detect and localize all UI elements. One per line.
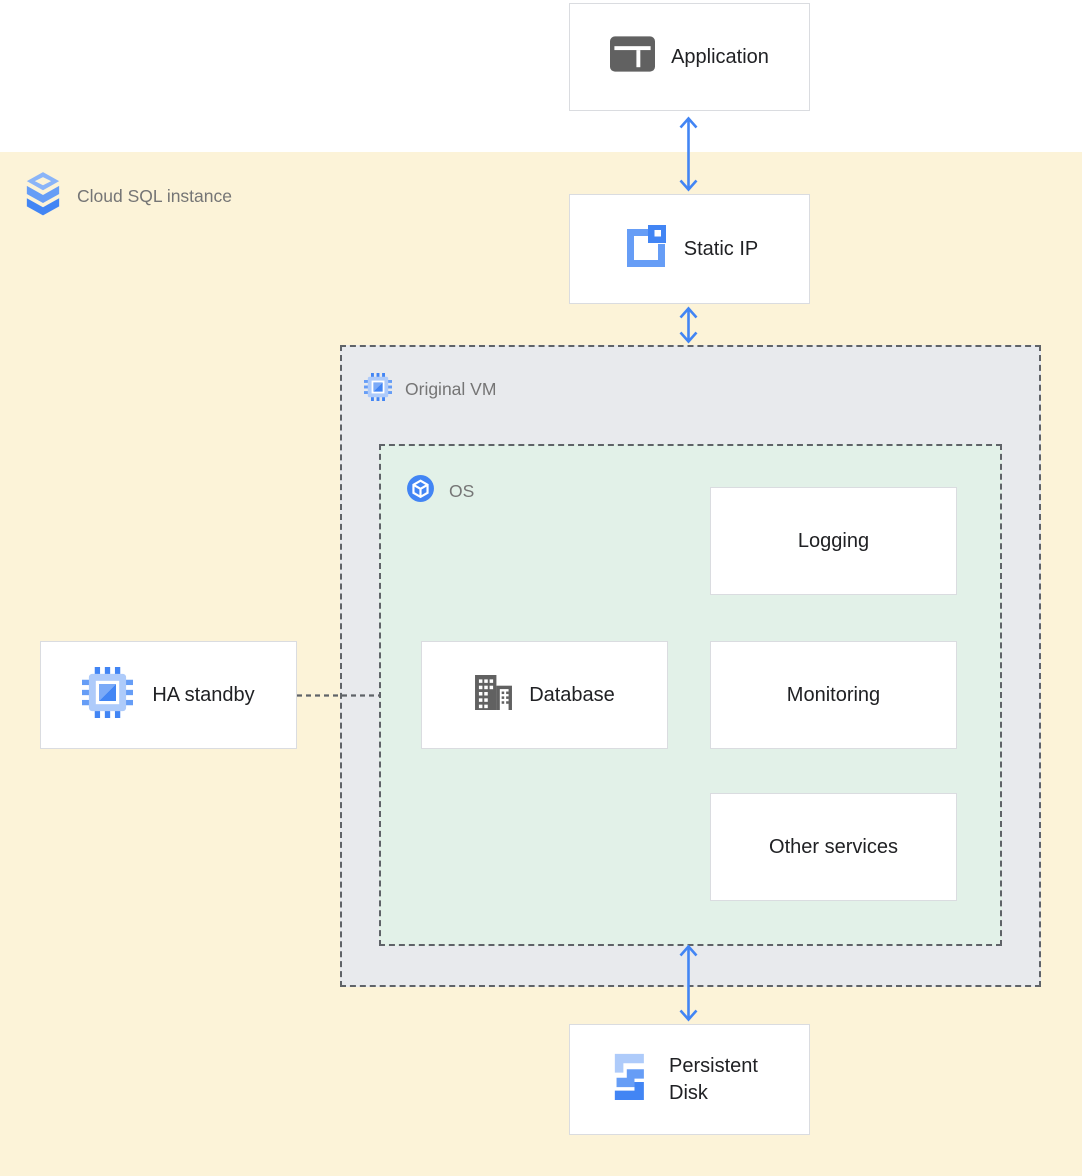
original-vm-text: Original VM: [405, 379, 497, 399]
application-text: Application: [671, 45, 769, 68]
ha-standby-text: HA standby: [152, 683, 255, 706]
application-node: Application: [569, 3, 810, 111]
static-ip-text: Static IP: [683, 237, 759, 260]
os-text: OS: [449, 480, 475, 501]
os-label: OS: [406, 474, 474, 508]
application-icon: [610, 36, 656, 78]
other-services-text: Other services: [769, 835, 898, 858]
static-ip-icon: [621, 223, 668, 276]
static-ip-node: Static IP: [569, 194, 810, 304]
original-vm-label: Original VM: [364, 373, 496, 406]
cloud-sql-icon: [24, 172, 62, 221]
ha-standby-node: HA standby: [40, 641, 297, 749]
monitoring-node: Monitoring: [710, 641, 957, 749]
cloud-sql-instance-text: Cloud SQL instance: [77, 186, 232, 206]
other-services-node: Other services: [710, 793, 957, 901]
database-node: Database: [421, 641, 668, 749]
persistent-disk-node: Persistent Disk: [569, 1024, 810, 1135]
os-icon: [406, 474, 435, 508]
compute-engine-icon: [82, 666, 134, 724]
persistent-disk-icon: [608, 1052, 649, 1107]
persistent-disk-text: Persistent Disk: [669, 1054, 758, 1104]
database-text: Database: [529, 683, 615, 706]
database-icon: [474, 674, 513, 716]
logging-node: Logging: [710, 487, 957, 595]
logging-text: Logging: [797, 529, 870, 552]
cloud-sql-instance-label: Cloud SQL instance: [24, 172, 232, 221]
monitoring-text: Monitoring: [786, 683, 881, 706]
compute-engine-icon: [364, 373, 392, 406]
